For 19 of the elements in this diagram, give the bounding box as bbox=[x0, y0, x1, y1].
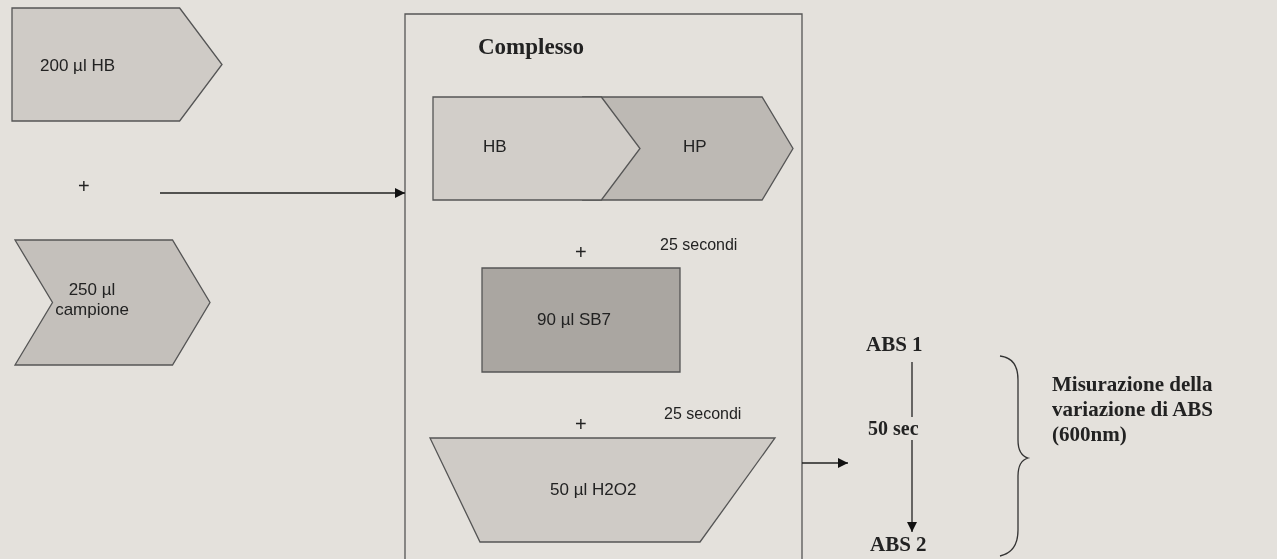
group-title: Complesso bbox=[478, 34, 585, 61]
plus-sign: + bbox=[575, 240, 587, 264]
node-label: 50 µl H2O2 bbox=[550, 480, 637, 500]
edge-label: 50 sec bbox=[866, 417, 921, 440]
node-label: 90 µl SB7 bbox=[537, 310, 612, 330]
plus-sign: + bbox=[575, 412, 587, 436]
note-text: Misurazione della variazione di ABS (600nm) bbox=[1052, 372, 1215, 448]
time-label: 25 secondi bbox=[660, 235, 738, 255]
arrow bbox=[159, 187, 406, 199]
node-label: ABS 1 bbox=[866, 332, 923, 357]
plus-sign: + bbox=[78, 174, 90, 198]
node-label: 250 µl campione bbox=[54, 280, 130, 320]
node-label: HP bbox=[683, 137, 707, 157]
time-label: 25 secondi bbox=[664, 404, 742, 424]
node-label: HB bbox=[483, 137, 507, 157]
node-label: 200 µl HB bbox=[40, 56, 115, 76]
arrow bbox=[906, 361, 918, 533]
arrow bbox=[801, 457, 849, 469]
node-label: ABS 2 bbox=[870, 532, 927, 557]
